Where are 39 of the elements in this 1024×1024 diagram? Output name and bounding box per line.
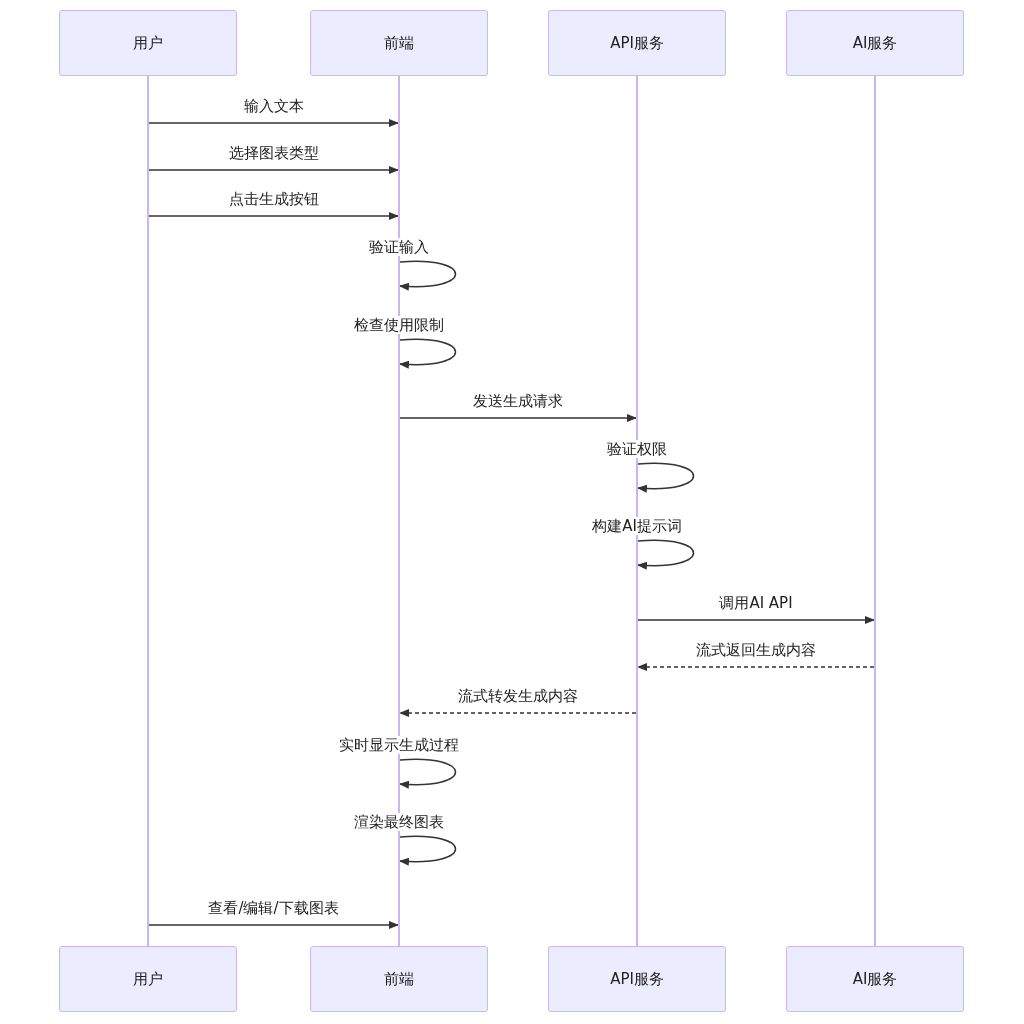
participant-box: AI服务	[786, 10, 964, 76]
message-arrow	[637, 663, 875, 671]
message-arrow	[148, 166, 399, 174]
message-label: 发送生成请求	[471, 392, 565, 410]
participant-box: 前端	[310, 10, 488, 76]
message-label: 查看/编辑/下载图表	[206, 899, 341, 917]
self-message-arrow	[399, 758, 457, 789]
participant-box: AI服务	[786, 946, 964, 1012]
self-message-arrow	[399, 260, 457, 291]
message-label: 流式转发生成内容	[456, 687, 580, 705]
lifeline	[874, 76, 876, 946]
message-arrow	[637, 616, 875, 624]
lifeline	[147, 76, 149, 946]
participant-box: 用户	[59, 946, 237, 1012]
message-label: 流式返回生成内容	[694, 641, 818, 659]
self-message-arrow	[399, 835, 457, 866]
message-label: 验证输入	[367, 238, 431, 256]
message-label: 选择图表类型	[226, 144, 321, 162]
participant-box: 用户	[59, 10, 237, 76]
lifeline	[398, 76, 400, 946]
self-message-arrow	[637, 462, 695, 493]
message-label: 验证权限	[605, 440, 669, 458]
participant-box: API服务	[548, 946, 726, 1012]
message-arrow	[148, 212, 399, 220]
participant-box: API服务	[548, 10, 726, 76]
lifeline	[636, 76, 638, 946]
message-arrow	[148, 921, 399, 929]
message-label: 输入文本	[241, 97, 306, 115]
message-label: 构建AI提示词	[590, 517, 684, 535]
message-label: 调用AI API	[717, 594, 795, 612]
message-arrow	[399, 414, 637, 422]
self-message-arrow	[399, 338, 457, 369]
message-arrow	[148, 119, 399, 127]
self-message-arrow	[637, 539, 695, 570]
message-label: 实时显示生成过程	[337, 736, 461, 754]
message-arrow	[399, 709, 637, 717]
message-label: 渲染最终图表	[352, 813, 446, 831]
participant-box: 前端	[310, 946, 488, 1012]
message-label: 检查使用限制	[352, 316, 446, 334]
